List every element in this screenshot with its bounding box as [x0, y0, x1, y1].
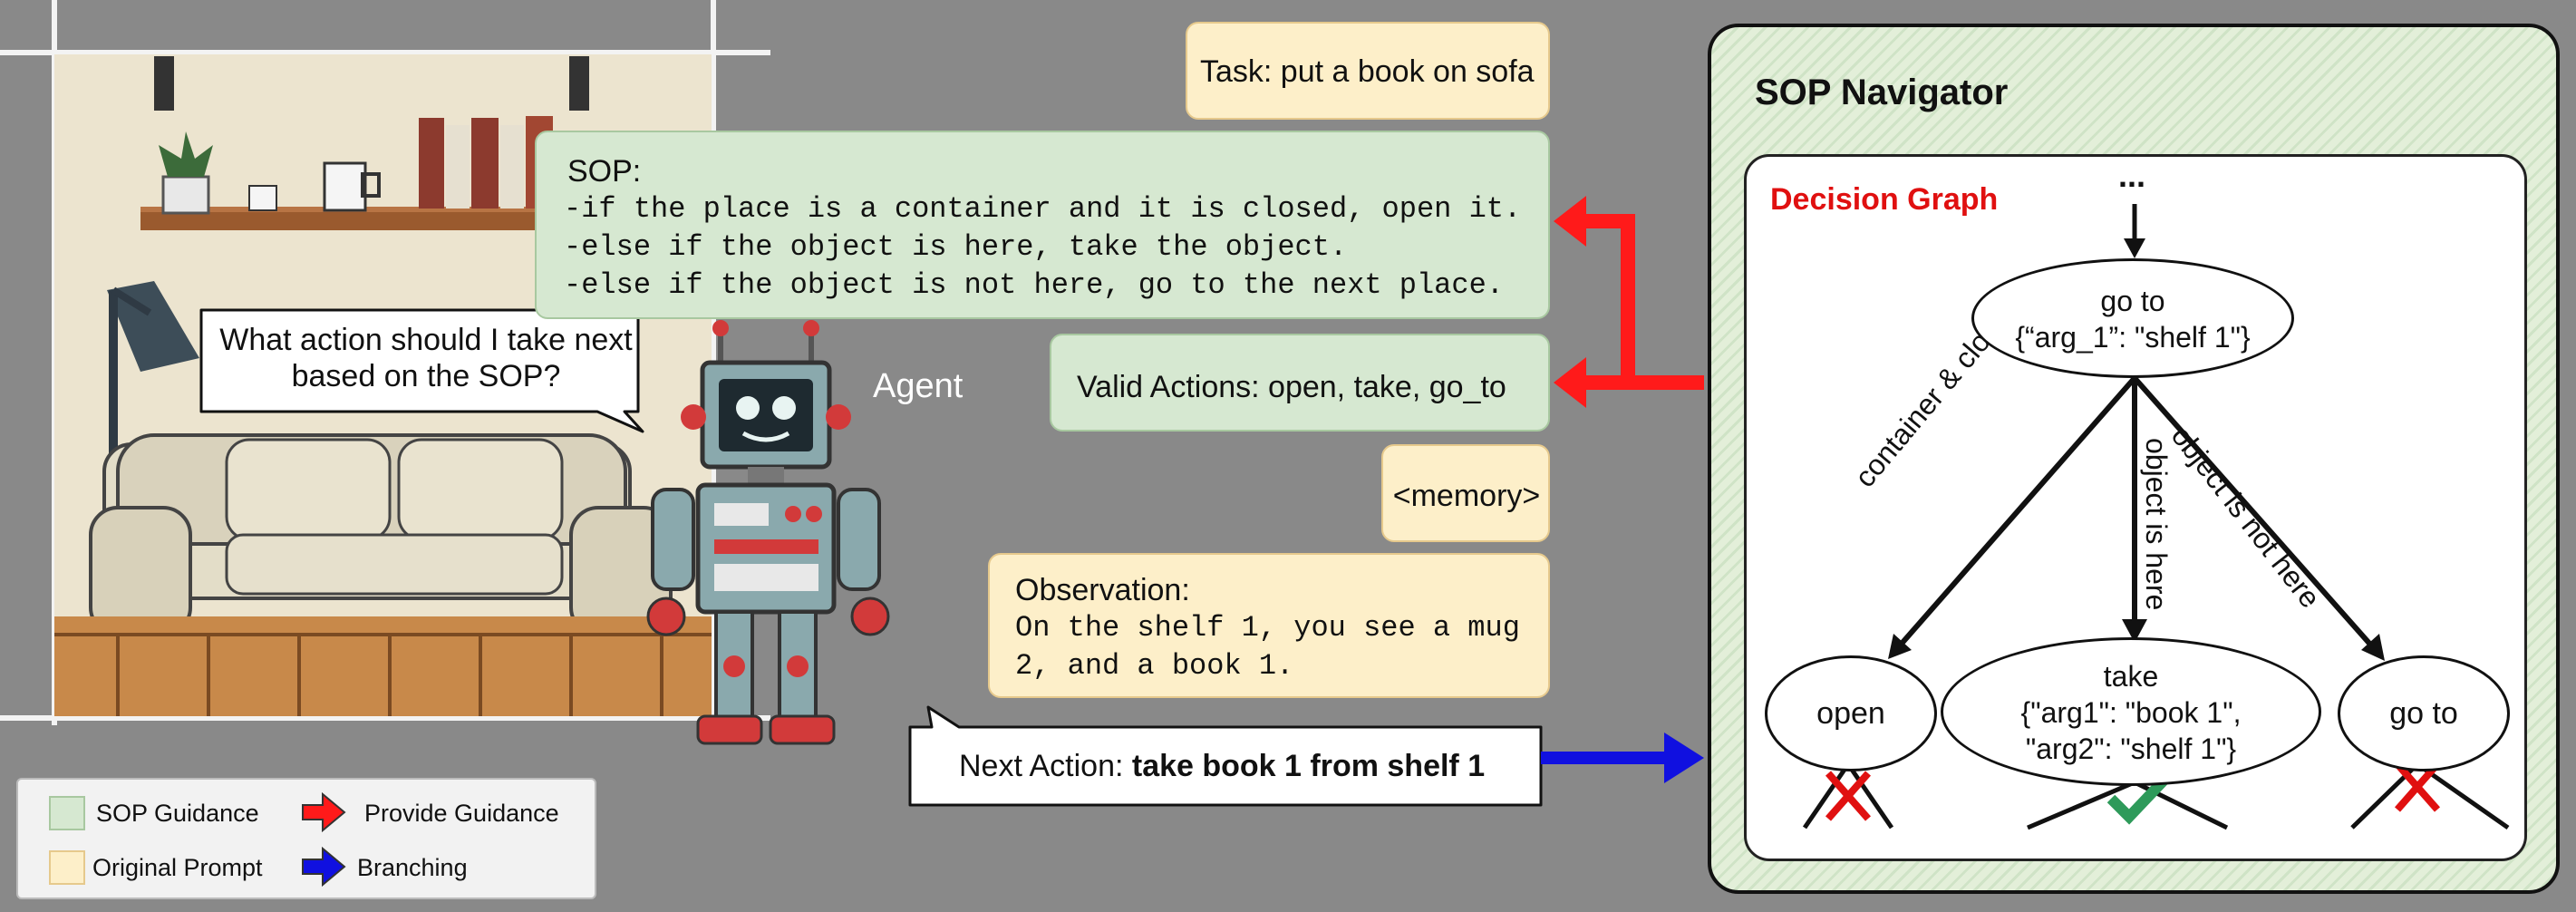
observation-box: Observation: On the shelf 1, you see a m… [988, 553, 1550, 698]
node-take-line-1: take [2103, 660, 2159, 693]
node-goto: go to [2338, 655, 2510, 771]
node-root-goto: go to {“arg_1”: "shelf 1"} [1971, 258, 2294, 378]
valid-actions-text: Valid Actions: open, take, go_to [1077, 370, 1506, 404]
next-action-shape [908, 705, 1543, 807]
valid-actions-box: Valid Actions: open, take, go_to [1050, 334, 1550, 432]
observation-title: Observation: [1015, 573, 1190, 607]
node-take-line-3: "arg2": "shelf 1"} [2025, 733, 2237, 765]
node-goto-label: go to [2389, 696, 2458, 731]
legend-label-provide-guidance: Provide Guidance [364, 800, 559, 827]
legend-red-arrow-icon [302, 792, 346, 832]
sop-navigator-panel: SOP Navigator Decision Graph ... [1708, 24, 2560, 894]
guidance-arrowhead-sop [1554, 196, 1586, 247]
sop-line-2: -else if the object is here, take the ob… [564, 230, 1348, 264]
sop-line-1: -if the place is a container and it is c… [564, 192, 1522, 226]
legend-label-sop-guidance: SOP Guidance [96, 800, 259, 827]
decision-graph-panel: Decision Graph ... container & [1744, 154, 2527, 861]
next-action-bubble: Next Action: take book 1 from shelf 1 [903, 703, 1548, 810]
speech-bubble: What action should I take next based on … [194, 303, 656, 437]
speech-bubble-shape [199, 308, 644, 433]
robot-agent [625, 317, 915, 762]
node-take-line-2: {"arg1": "book 1", [2020, 696, 2242, 729]
memory-text: <memory> [1392, 479, 1541, 513]
guidance-arrowhead-actions [1554, 357, 1586, 408]
node-root-line-1: go to [2100, 285, 2165, 317]
sop-box: SOP: -if the place is a container and it… [535, 131, 1550, 319]
sop-title: SOP: [567, 154, 642, 189]
next-action-text: Next Action: take book 1 from shelf 1 [959, 749, 1485, 784]
speech-bubble-line-2: based on the SOP? [291, 359, 561, 393]
sop-line-3: -else if the object is not here, go to t… [564, 268, 1504, 302]
next-action-prefix: Next Action: [959, 749, 1132, 783]
guidance-arrows [1554, 196, 1704, 408]
node-take: take {"arg1": "book 1", "arg2": "shelf 1… [1941, 637, 2321, 786]
check-take-icon [2106, 776, 2168, 825]
navigator-title: SOP Navigator [1755, 73, 2009, 112]
legend-label-original-prompt: Original Prompt [92, 854, 263, 881]
branching-arrow [1541, 733, 1704, 783]
edge-label-object-here: object is here [2140, 438, 2173, 611]
legend-label-branching: Branching [357, 854, 468, 881]
node-open: open [1765, 655, 1937, 771]
memory-box: <memory> [1381, 444, 1550, 542]
cross-open-icon [1825, 771, 1872, 821]
decision-graph-edges [1802, 204, 2510, 830]
cross-goto-icon [2394, 762, 2441, 812]
observation-line-2: 2, and a book 1. [1015, 649, 1294, 683]
robot-figure [646, 320, 890, 745]
legend-blue-arrow-icon [302, 847, 346, 887]
task-box: Task: put a book on sofa [1186, 22, 1550, 120]
speech-bubble-line-1: What action should I take next [219, 323, 633, 357]
node-root-line-2: {“arg_1”: "shelf 1"} [2015, 321, 2251, 354]
agent-label: Agent [873, 367, 964, 405]
node-open-label: open [1816, 696, 1885, 731]
observation-line-1: On the shelf 1, you see a mug [1015, 611, 1520, 645]
legend-swatch-sop [49, 796, 85, 830]
legend-swatch-prompt [49, 850, 85, 885]
graph-ellipsis: ... [2118, 157, 2146, 194]
decision-graph-title: Decision Graph [1770, 182, 1999, 217]
legend: SOP Guidance Original Prompt Provide Gui… [16, 778, 596, 899]
task-text: Task: put a book on sofa [1200, 54, 1535, 89]
next-action-value: take book 1 from shelf 1 [1131, 749, 1486, 783]
